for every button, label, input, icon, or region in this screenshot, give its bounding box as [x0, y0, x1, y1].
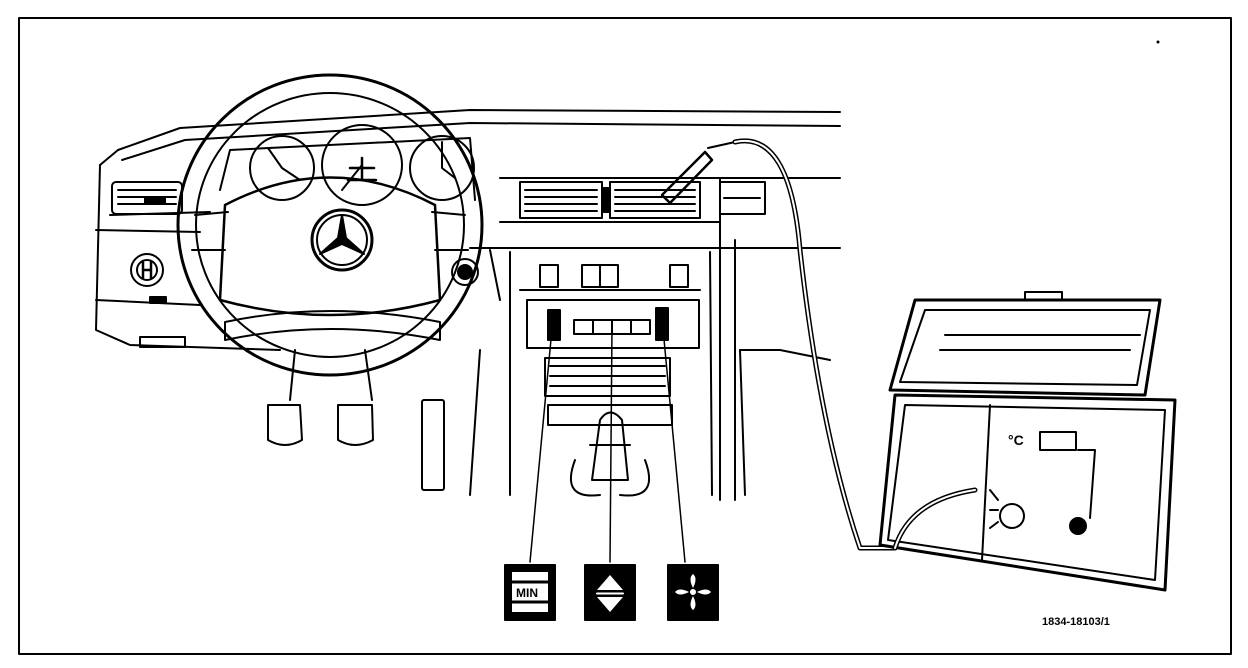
up-down-arrows-icon — [584, 564, 636, 621]
temperature-probe — [660, 141, 736, 205]
light-switch-knob — [130, 253, 167, 304]
clock-gauge — [409, 135, 475, 201]
speedometer — [321, 124, 403, 206]
left-gauge — [249, 135, 315, 201]
callout-lines — [529, 317, 686, 563]
temperature-unit-label: °C — [1008, 432, 1024, 448]
steering-wheel — [176, 73, 484, 377]
steering-column — [289, 349, 373, 401]
radio — [544, 357, 671, 397]
ignition-lock — [451, 258, 479, 286]
figure-border — [18, 17, 1232, 655]
fan-blower-icon — [667, 564, 719, 621]
tester-socket — [999, 503, 1025, 529]
climate-control-panel — [526, 299, 700, 349]
center-console — [469, 251, 746, 497]
dashboard — [95, 109, 841, 501]
instrument-cluster — [219, 124, 476, 206]
left-air-vent — [111, 181, 183, 215]
mercedes-star-emblem — [310, 208, 374, 272]
min-temperature-symbol-icon: MIN — [504, 564, 556, 621]
accelerator-pedal — [421, 399, 445, 491]
probe-cable — [732, 138, 898, 551]
tester-display — [1039, 431, 1077, 451]
gear-selector-lever — [570, 411, 650, 497]
min-label: MIN — [516, 586, 538, 600]
center-air-vents — [519, 181, 766, 219]
temperature-tester-unit: °C — [878, 291, 1177, 592]
tester-knob — [1069, 517, 1087, 535]
figure-reference-code: 1834-18103/1 — [1042, 616, 1110, 628]
pedals — [267, 399, 445, 491]
